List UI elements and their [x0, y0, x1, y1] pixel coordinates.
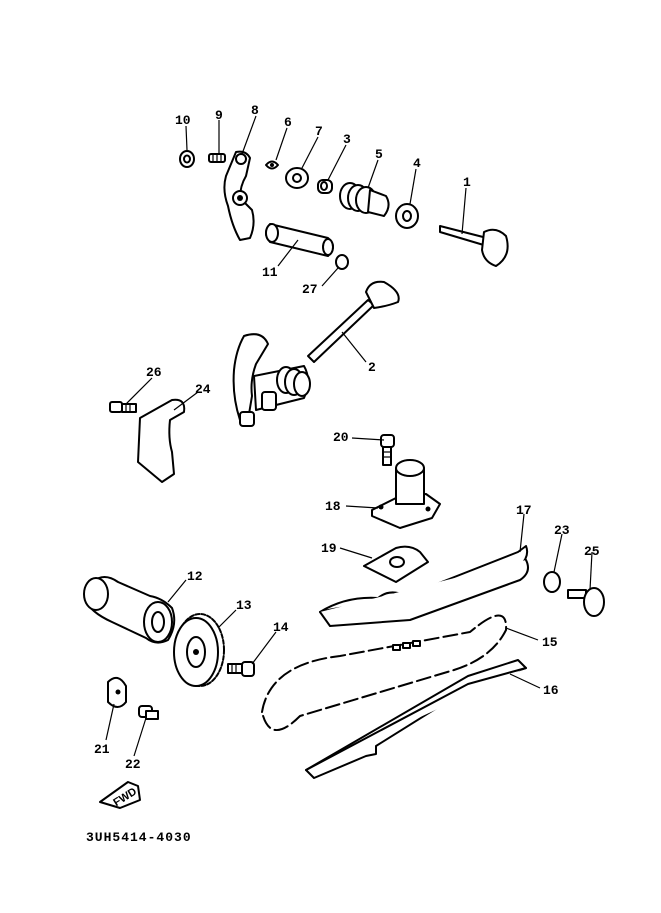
- callout-14: 14: [273, 620, 289, 635]
- callout-16: 16: [543, 683, 559, 698]
- fwd-arrow: [99, 781, 141, 809]
- part-cam-chain-tensioner: [371, 459, 441, 529]
- part-retainer-plate: [107, 676, 127, 708]
- callout-1: 1: [463, 175, 471, 190]
- callout-12: 12: [187, 569, 203, 584]
- part-plug-o-ring: [543, 571, 561, 593]
- part-spring-seat: [395, 203, 419, 229]
- part-chain-guide: [305, 659, 527, 779]
- callout-7: 7: [315, 124, 323, 139]
- part-rocker-arm: [223, 150, 255, 241]
- part-sprocket-bolt: [227, 661, 255, 677]
- callout-9: 9: [215, 108, 223, 123]
- callout-5: 5: [375, 147, 383, 162]
- callout-21: 21: [94, 742, 110, 757]
- callout-22: 22: [125, 757, 141, 772]
- callout-11: 11: [262, 265, 278, 280]
- part-plate-bolt: [138, 705, 159, 720]
- part-tensioner-bolt: [380, 434, 395, 466]
- callout-19: 19: [321, 541, 337, 556]
- part-intake-valve: [439, 225, 509, 267]
- part-plug-bolt: [567, 587, 605, 617]
- part-cam-chain: [261, 614, 508, 732]
- part-cam-sprocket: [173, 613, 225, 687]
- diagram-code: 3UH5414-4030: [86, 830, 192, 845]
- part-exhaust-valve: [307, 280, 400, 363]
- callout-20: 20: [333, 430, 349, 445]
- callout-18: 18: [325, 499, 341, 514]
- part-camshaft: [83, 576, 176, 644]
- part-valve-retainer: [285, 167, 309, 189]
- callout-2: 2: [368, 360, 376, 375]
- callout-8: 8: [251, 103, 259, 118]
- callout-10: 10: [175, 113, 191, 128]
- part-gasket: [363, 545, 429, 583]
- callout-3: 3: [343, 132, 351, 147]
- callout-13: 13: [236, 598, 252, 613]
- callout-17: 17: [516, 503, 532, 518]
- part-valve-stem-seal: [317, 179, 333, 194]
- leader-lines: [105, 115, 593, 757]
- part-rocker-shaft: [265, 223, 334, 257]
- part-bolt: [109, 401, 137, 413]
- part-adjusting-screw: [208, 153, 226, 163]
- callout-23: 23: [554, 523, 570, 538]
- callout-27: 27: [302, 282, 318, 297]
- callout-15: 15: [542, 635, 558, 650]
- callout-25: 25: [584, 544, 600, 559]
- part-plate: [137, 398, 186, 483]
- callout-4: 4: [413, 156, 421, 171]
- callout-6: 6: [284, 115, 292, 130]
- callout-26: 26: [146, 365, 162, 380]
- part-valve-cotter: [265, 160, 279, 170]
- part-nut: [179, 150, 195, 168]
- part-o-ring: [335, 254, 349, 270]
- callout-labels: 10 9 8 6 7 3 5 4 1 11 27 2 26 24 20 18 1…: [94, 103, 600, 772]
- part-chain-links: [392, 640, 421, 651]
- callout-24: 24: [195, 382, 211, 397]
- part-tensioner-guide: [319, 545, 529, 627]
- part-exhaust-rocker-assembly: [232, 333, 311, 427]
- part-valve-springs: [339, 182, 390, 217]
